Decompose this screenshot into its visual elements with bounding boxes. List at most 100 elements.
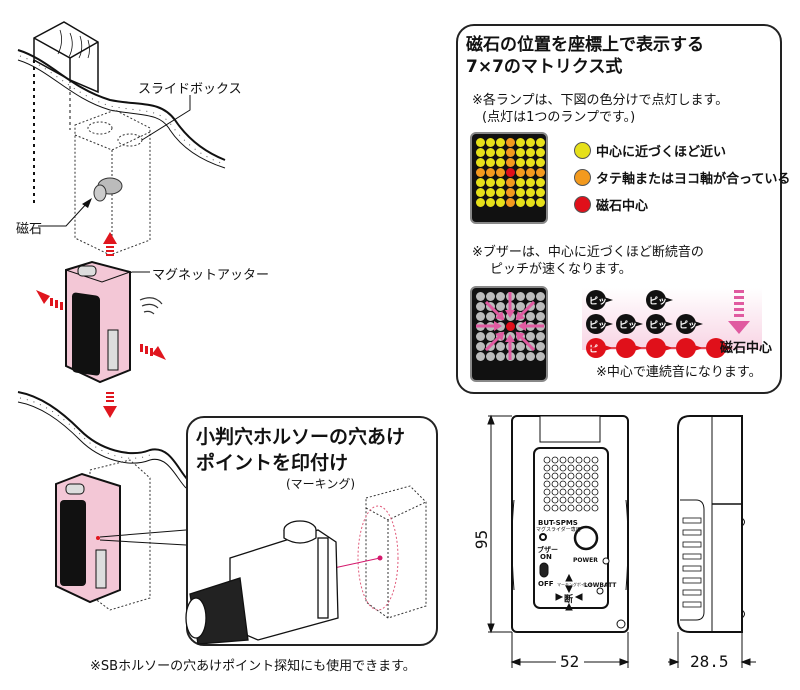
lamp-hole <box>567 496 575 504</box>
lamp-hole <box>591 472 599 480</box>
lamp <box>536 148 545 157</box>
lamp <box>476 148 485 157</box>
lamp-hole <box>591 504 599 512</box>
lamp-hole <box>583 496 591 504</box>
lamp-hole <box>583 488 591 496</box>
panel-label-but: BUT-SPMS <box>538 519 578 527</box>
magnet-atter-device <box>65 260 131 384</box>
lamp-hole <box>583 472 591 480</box>
lamp <box>486 178 495 187</box>
magnet-icon <box>93 177 123 202</box>
wallboard-upper <box>17 49 226 161</box>
lamp-hole <box>543 496 551 504</box>
lamp-hole <box>575 472 583 480</box>
lamp-hole <box>575 464 583 472</box>
lamp <box>486 148 495 157</box>
arrow-head <box>495 311 505 321</box>
lamp <box>486 352 495 361</box>
arrow-head <box>505 310 515 318</box>
width-dimension: 52 <box>560 652 580 671</box>
height-dimension: 95 <box>472 529 492 550</box>
lamp <box>496 148 505 157</box>
lamp-hole <box>583 456 591 464</box>
beep <box>646 314 666 334</box>
on-label: ON <box>540 553 552 561</box>
lamp-hole <box>591 464 599 472</box>
beep-pattern: ピッピッピッピッピッピッピ <box>586 290 750 358</box>
lamp-hole <box>591 496 599 504</box>
lamp <box>516 292 525 301</box>
lamp <box>476 352 485 361</box>
vent-slot <box>682 553 702 560</box>
lamp <box>476 302 485 311</box>
down-arrow-bar <box>734 314 744 317</box>
vent-slot <box>682 589 702 596</box>
lamp-hole <box>551 504 559 512</box>
dimension-lines <box>487 414 756 668</box>
side-view <box>677 415 745 633</box>
lamp-hole <box>543 456 551 464</box>
lamp <box>506 138 515 147</box>
lamp <box>476 168 485 177</box>
marking-point <box>96 536 100 540</box>
lamp <box>516 138 525 147</box>
vent-slot <box>682 517 702 524</box>
label-slide-box: スライドボックス <box>138 82 242 97</box>
lamp <box>486 332 495 341</box>
lamp <box>506 148 515 157</box>
lamp <box>526 292 535 301</box>
down-arrow-bar <box>734 290 744 293</box>
beep-tail <box>604 297 613 303</box>
lamp <box>506 178 515 187</box>
matrix-panel: 磁石の位置を座標上で表示する 7×7のマトリクス式 ※各ランプは、下図の色分けで… <box>456 24 790 394</box>
vent-slot <box>682 577 702 584</box>
buzzer-switch[interactable] <box>538 562 550 578</box>
lamp <box>526 312 535 321</box>
down-arrow-bar <box>734 296 744 299</box>
lamp-hole <box>559 456 567 464</box>
vent-slot <box>682 601 702 608</box>
vent-slot <box>682 565 702 572</box>
marking-subtitle: (マーキング) <box>286 477 356 491</box>
arrow-head <box>518 321 526 331</box>
center-glyph: 断 <box>564 595 574 605</box>
legend-item-near: 中心に近づくほど近い <box>574 141 726 160</box>
footnote: ※SBホルソーの穴あけポイント探知にも使用できます。 <box>90 659 416 674</box>
lamp <box>516 342 525 351</box>
lamp <box>496 178 505 187</box>
lamp-hole <box>567 464 575 472</box>
legend-dot-red-icon <box>574 196 591 213</box>
lamp <box>526 352 535 361</box>
beep-pattern-area <box>582 288 762 350</box>
lamp <box>526 138 535 147</box>
lamp <box>486 168 495 177</box>
legend-dot-orange-icon <box>574 169 591 186</box>
beep-text: ピッ <box>589 319 607 331</box>
lamp <box>496 168 505 177</box>
legend-item-center: 磁石中心 <box>574 195 648 214</box>
beep-text: ピッ <box>589 295 607 307</box>
lamp-hole <box>543 480 551 488</box>
side-vents <box>682 517 702 608</box>
lamp-hole <box>551 472 559 480</box>
hole-saw-body <box>185 520 339 645</box>
lamp <box>526 178 535 187</box>
front-view <box>511 415 629 633</box>
label-magnet: 磁石 <box>16 222 43 237</box>
lamp <box>506 322 515 331</box>
lamp <box>496 342 505 351</box>
arrow-head <box>494 321 502 331</box>
lamp <box>496 292 505 301</box>
lamp <box>536 292 545 301</box>
power-label: POWER <box>573 557 598 564</box>
lamp <box>536 302 545 311</box>
beep-tail <box>634 321 643 327</box>
lamp <box>476 188 485 197</box>
lamp-holes <box>543 456 599 512</box>
lamp <box>516 352 525 361</box>
down-arrow-icon <box>728 321 750 334</box>
beep-text: ピッ <box>619 319 637 331</box>
lamp-hole <box>575 504 583 512</box>
